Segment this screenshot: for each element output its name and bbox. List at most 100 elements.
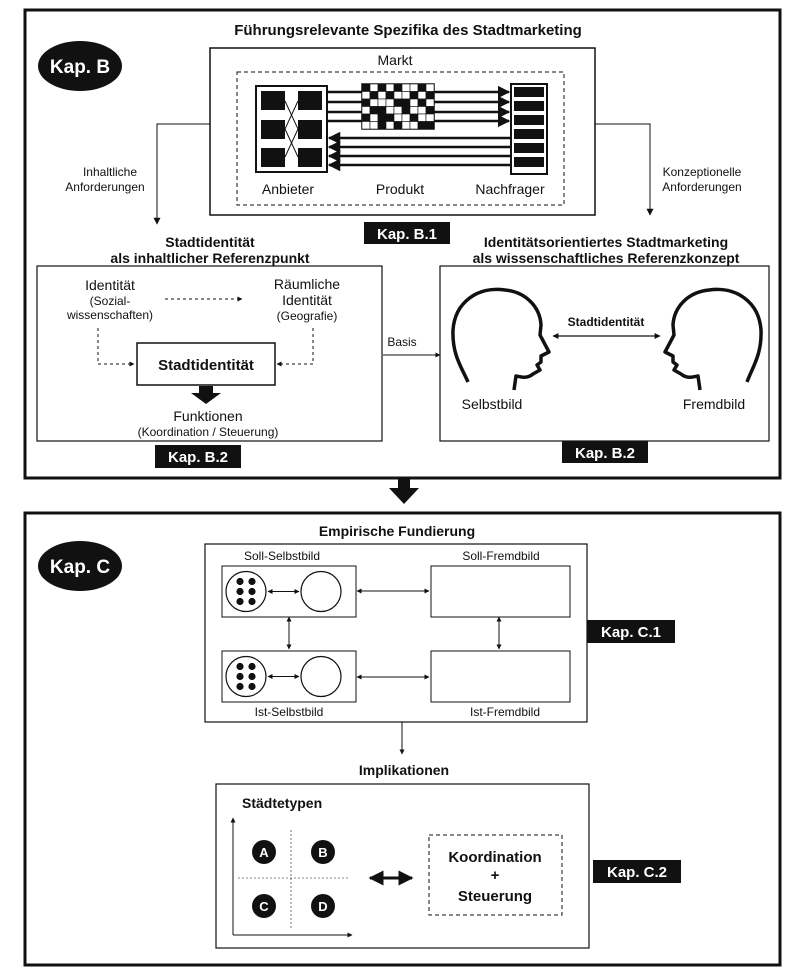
produkt-grid-cell <box>377 121 387 130</box>
konzeptionelle-label-2: Anforderungen <box>662 180 741 194</box>
inhaltliche-label-2: Anforderungen <box>65 180 144 194</box>
stadtidentitaet-label: Stadtidentität <box>158 357 254 374</box>
geografie-label: (Geografie) <box>277 309 338 323</box>
head-right-icon <box>663 287 763 391</box>
produkt-grid-cell <box>401 91 411 100</box>
funktionen-label: Funktionen <box>173 408 242 424</box>
sozial-label-1: (Sozial- <box>90 294 131 308</box>
produkt-grid-cell <box>409 91 419 100</box>
dot <box>236 672 244 681</box>
kap-b2-left-label: Kap. B.2 <box>168 449 228 466</box>
produkt-grid-cell <box>425 98 435 107</box>
left-title-2: als inhaltlicher Referenzpunkt <box>110 250 309 266</box>
produkt-grid-cell <box>401 83 411 92</box>
section-transition-arrow <box>389 478 419 504</box>
anbieter-label: Anbieter <box>262 181 314 197</box>
market-box: Markt <box>209 47 596 216</box>
market-dashed-frame <box>236 71 565 206</box>
market-flow-arrows <box>327 85 511 172</box>
type-b-label: B <box>318 845 327 860</box>
dots-circle <box>225 570 267 613</box>
right-box: Stadtidentität Selbstbild Fremdbild <box>439 265 770 442</box>
dot <box>248 587 256 596</box>
basis-label: Basis <box>387 335 416 349</box>
produkt-grid-cell <box>361 98 371 107</box>
produkt-grid-cell <box>417 83 427 92</box>
section-c-frame <box>23 511 782 967</box>
inhaltliche-label-1: Inhaltliche <box>83 165 137 179</box>
produkt-grid-cell <box>361 121 371 130</box>
empty-circle <box>300 570 342 613</box>
type-d-label: D <box>318 899 327 914</box>
produkt-grid-cell <box>385 98 395 107</box>
left-title-1: Stadtidentität <box>165 234 255 250</box>
kap-b1-badge: Kap. B.1 <box>364 222 450 244</box>
produkt-grid-cell <box>377 83 387 92</box>
koordination-box <box>428 834 563 916</box>
produkt-grid-cell <box>385 106 395 115</box>
produkt-grid-cell <box>425 91 435 100</box>
produkt-grid-cell <box>385 121 395 130</box>
soll-selbstbild-label: Soll-Selbstbild <box>244 549 320 563</box>
empirical-box: Soll-Selbstbild Soll-Fremdbild Ist-Selbs… <box>204 543 588 723</box>
produkt-grid-cell <box>361 113 371 122</box>
produkt-grid-cell <box>393 113 403 122</box>
dot <box>236 577 244 586</box>
produkt-grid-cell <box>377 91 387 100</box>
kap-b2-right-label: Kap. B.2 <box>575 445 635 462</box>
konzeptionelle-arrow <box>595 123 654 216</box>
kap-c-badge: Kap. C <box>38 541 122 591</box>
dot <box>248 597 256 606</box>
produkt-grid-cell <box>425 83 435 92</box>
kap-b2-left-badge: Kap. B.2 <box>155 445 241 468</box>
produkt-grid-cell <box>369 106 379 115</box>
ist-selbstbild-label: Ist-Selbstbild <box>255 705 324 719</box>
type-a-marker: A <box>252 840 276 864</box>
right-title-2: als wissenschaftliches Referenzkonzept <box>473 250 740 266</box>
soll-selbstbild-box <box>221 565 357 618</box>
produkt-grid-cell <box>409 121 419 130</box>
implikationen-label: Implikationen <box>359 762 449 778</box>
produkt-grid-cell <box>369 98 379 107</box>
produkt-grid-cell <box>393 83 403 92</box>
implications-box: Städtetypen A B C D Koordina <box>215 783 590 949</box>
produkt-grid-cell <box>361 91 371 100</box>
konzeptionelle-label-1: Konzeptionelle <box>663 165 742 179</box>
kap-b-badge: Kap. B <box>38 41 122 91</box>
raeumlich-label-2: Identität <box>282 292 332 308</box>
geografie-to-stadt-arrow <box>276 328 314 367</box>
produkt-grid-cell <box>409 113 419 122</box>
empty-circle <box>300 655 342 698</box>
produkt-grid-cell <box>377 98 387 107</box>
produkt-grid-cell <box>385 113 395 122</box>
produkt-grid-cell <box>417 91 427 100</box>
produkt-grid-cell <box>385 83 395 92</box>
left-box: Identität (Sozial- wissenschaften) Räuml… <box>36 265 383 442</box>
produkt-grid-cell <box>401 106 411 115</box>
stadtidentitaet-box <box>136 342 276 386</box>
dot <box>248 577 256 586</box>
kap-c2-badge: Kap. C.2 <box>593 860 681 883</box>
selbstbild-label: Selbstbild <box>462 396 523 412</box>
produkt-grid-cell <box>401 98 411 107</box>
produkt-grid-cell <box>393 121 403 130</box>
produkt-grid-cell <box>401 113 411 122</box>
produkt-grid-cell <box>417 121 427 130</box>
soll-fremdbild-label: Soll-Fremdbild <box>462 549 539 563</box>
produkt-grid-cell <box>425 121 435 130</box>
identitaet-label: Identität <box>85 277 135 293</box>
steuerung-label: Steuerung <box>458 888 532 905</box>
plus-label: + <box>491 867 500 884</box>
type-a-label: A <box>259 845 269 860</box>
produkt-grid-cell <box>393 91 403 100</box>
funktionen-arrow <box>191 386 221 404</box>
dots-circle <box>225 655 267 698</box>
center-stadtidentitaet-label: Stadtidentität <box>568 315 645 329</box>
ist-fremdbild-label: Ist-Fremdbild <box>470 705 540 719</box>
dot <box>236 662 244 671</box>
produkt-grid-cell <box>377 106 387 115</box>
soll-fremdbild-box <box>430 565 571 618</box>
right-title-1: Identitätsorientiertes Stadtmarketing <box>484 234 728 250</box>
produkt-grid-cell <box>369 83 379 92</box>
